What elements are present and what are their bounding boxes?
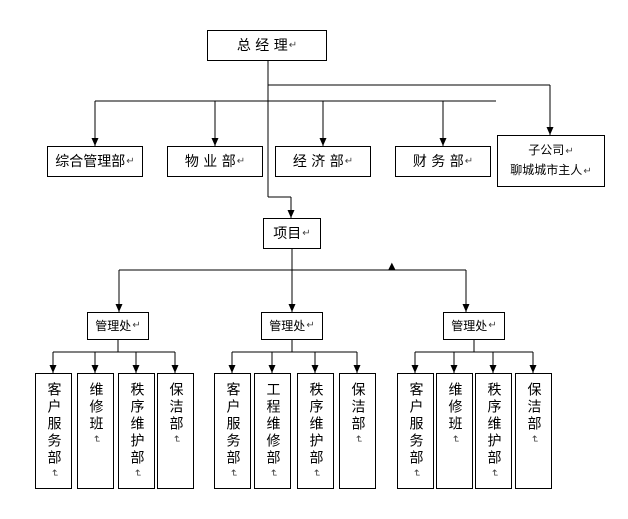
unit-box: 保洁部 ↵ xyxy=(515,373,552,489)
return-mark: ↵ xyxy=(90,435,102,447)
arrow-head xyxy=(462,304,470,312)
unit-box: 客户服务部 ↵ xyxy=(397,373,434,489)
unit-label: 保洁部 xyxy=(525,382,542,433)
return-mark: ↵ xyxy=(48,469,60,481)
unit-label: 秩序维护部 xyxy=(307,382,324,467)
return-mark: ↵ xyxy=(464,155,474,167)
unit-label: 保洁部 xyxy=(167,382,184,433)
arrow-head xyxy=(489,365,497,373)
office-label: 管理处 xyxy=(269,319,306,333)
subsidiary-box: 子公司↵ 聊城城市主人↵ xyxy=(497,135,605,187)
return-mark: ↵ xyxy=(352,435,364,447)
return-mark: ↵ xyxy=(410,469,422,481)
arrow-head xyxy=(439,138,447,146)
unit-box: 维修班 ↵ xyxy=(77,373,114,489)
dept-box-property: 物 业 部↵ xyxy=(167,146,263,177)
dept-label: 物 业 部 xyxy=(184,153,236,170)
dept-box-economy: 经 济 部↵ xyxy=(275,146,371,177)
return-mark: ↵ xyxy=(583,166,592,177)
arrow-head xyxy=(211,138,219,146)
return-mark: ↵ xyxy=(565,146,574,157)
unit-box: 秩序维护部 ↵ xyxy=(118,373,155,489)
dept-label: 综合管理部 xyxy=(55,153,126,170)
office-label: 管理处 xyxy=(95,319,132,333)
unit-label: 秩序维护部 xyxy=(485,382,502,467)
arrow-head xyxy=(411,365,419,373)
arrow-head xyxy=(319,138,327,146)
project-box: 项目↵ xyxy=(263,218,321,249)
return-mark: ↵ xyxy=(306,320,315,331)
unit-box: 保洁部 ↵ xyxy=(157,373,194,489)
arrow-head xyxy=(450,365,458,373)
return-mark: ↵ xyxy=(528,435,540,447)
arrow-head xyxy=(91,365,99,373)
return-mark: ↵ xyxy=(310,469,322,481)
arrow-head xyxy=(529,365,537,373)
arrow-head xyxy=(115,304,123,312)
arrow-head xyxy=(268,365,276,373)
return-mark: ↵ xyxy=(126,155,135,167)
arrow-head xyxy=(228,365,236,373)
arrow-head xyxy=(171,365,179,373)
unit-label: 维修班 xyxy=(446,382,463,433)
unit-box: 保洁部 ↵ xyxy=(339,373,376,489)
office-box-1: 管理处↵ xyxy=(87,312,149,340)
office-label: 管理处 xyxy=(451,319,488,333)
return-mark: ↵ xyxy=(488,469,500,481)
dept-box-finance: 财 务 部↵ xyxy=(395,146,491,177)
unit-label: 保洁部 xyxy=(349,382,366,433)
return-mark: ↵ xyxy=(302,227,311,239)
office-box-2: 管理处↵ xyxy=(261,312,323,340)
return-mark: ↵ xyxy=(344,155,354,167)
office-box-3: 管理处↵ xyxy=(443,312,505,340)
arrow-head xyxy=(49,365,57,373)
unit-box: 工程维修部 ↵ xyxy=(254,373,291,489)
dept-label: 经 济 部 xyxy=(292,153,344,170)
arrow-head xyxy=(311,365,319,373)
return-mark: ↵ xyxy=(488,320,497,331)
unit-label: 客户服务部 xyxy=(45,382,62,467)
unit-box: 秩序维护部 ↵ xyxy=(297,373,334,489)
unit-box: 客户服务部 ↵ xyxy=(35,373,72,489)
subsidiary-label-line2: 聊城城市主人 xyxy=(510,163,583,177)
return-mark: ↵ xyxy=(132,320,141,331)
dept-label: 财 务 部 xyxy=(412,153,464,170)
general-manager-box: 总 经 理↵ xyxy=(207,30,327,61)
subsidiary-label-line1: 子公司 xyxy=(528,143,565,157)
general-manager-label: 总 经 理 xyxy=(236,37,288,54)
unit-label: 工程维修部 xyxy=(264,382,281,467)
unit-label: 客户服务部 xyxy=(407,382,424,467)
return-mark: ↵ xyxy=(449,435,461,447)
return-mark: ↵ xyxy=(288,39,298,51)
unit-box: 秩序维护部 ↵ xyxy=(475,373,512,489)
dept-box-admin: 综合管理部↵ xyxy=(47,146,143,177)
arrow-head xyxy=(287,210,295,218)
arrow-head xyxy=(132,365,140,373)
unit-box: 客户服务部 ↵ xyxy=(214,373,251,489)
return-mark: ↵ xyxy=(131,469,143,481)
return-mark: ↵ xyxy=(267,469,279,481)
arrow-head xyxy=(91,138,99,146)
stray-arrowhead-icon: ▲ xyxy=(388,261,396,272)
unit-label: 维修班 xyxy=(87,382,104,433)
arrow-head xyxy=(353,365,361,373)
return-mark: ↵ xyxy=(236,155,246,167)
return-mark: ↵ xyxy=(227,469,239,481)
arrow-head xyxy=(288,304,296,312)
arrow-head xyxy=(546,127,554,135)
unit-label: 客户服务部 xyxy=(224,382,241,467)
project-label: 项目 xyxy=(273,225,302,242)
unit-box: 维修班 ↵ xyxy=(436,373,473,489)
return-mark: ↵ xyxy=(170,435,182,447)
unit-label: 秩序维护部 xyxy=(128,382,145,467)
